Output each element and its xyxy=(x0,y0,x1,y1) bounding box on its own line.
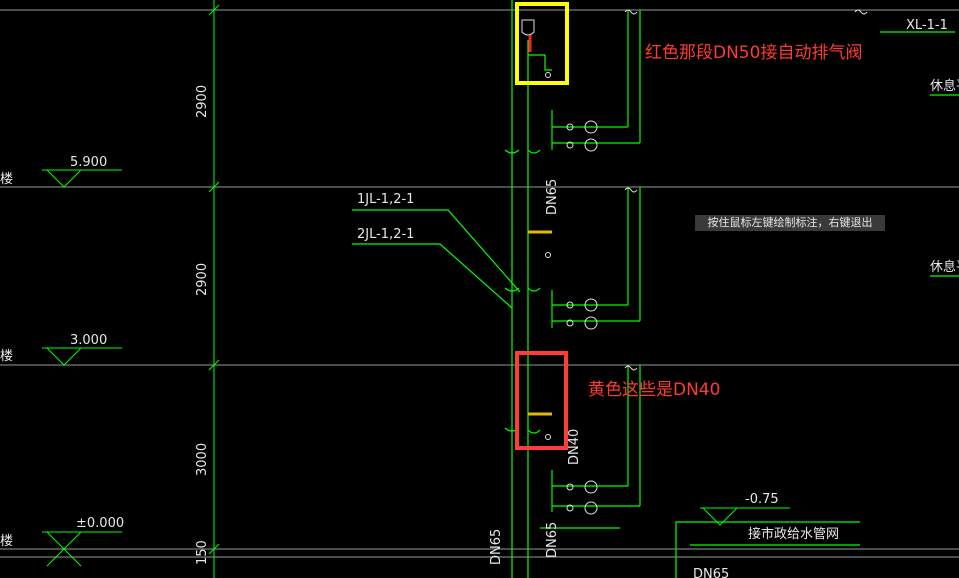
valve-icon xyxy=(545,72,551,78)
label-dn65-a: DN65 xyxy=(545,179,560,215)
floor-label: 楼 xyxy=(0,172,13,187)
annotation-red: 红色那段DN50接自动排气阀 xyxy=(645,43,862,63)
label-rest-platform: 休息平 xyxy=(930,78,959,94)
valve-icon xyxy=(545,434,551,440)
label-xl: XL-1-1 xyxy=(906,18,948,33)
valve-icon xyxy=(566,123,574,131)
annotation-yellow: 黄色这些是DN40 xyxy=(588,380,720,400)
valve-icon xyxy=(566,301,574,309)
label-rest-platform: 休息平 xyxy=(930,259,959,275)
highlight-box-yellow xyxy=(515,2,569,85)
dim-3000: 3000 xyxy=(195,443,210,476)
command-tooltip: 按住鼠标左键绘制标注，右键退出 xyxy=(695,215,885,231)
dim-2900-a: 2900 xyxy=(195,85,210,118)
valve-icon xyxy=(566,504,574,512)
pipe-network xyxy=(352,0,959,578)
meter-icon xyxy=(584,501,598,515)
floor-lines xyxy=(0,9,959,558)
valve-symbols xyxy=(521,9,868,515)
elev-075: -0.75 xyxy=(745,492,779,507)
floor-label: 楼 xyxy=(0,534,13,549)
meter-icon xyxy=(584,138,598,152)
meter-icon xyxy=(584,298,598,312)
valve-icon xyxy=(545,252,551,258)
floor-label: 楼 xyxy=(0,349,13,364)
elev-5900: 5.900 xyxy=(70,155,107,170)
air-vent-icon xyxy=(521,19,535,36)
valve-icon xyxy=(566,319,574,327)
meter-icon xyxy=(584,120,598,134)
label-municipal: 接市政给水管网 xyxy=(748,526,839,542)
elev-0000: ±0.000 xyxy=(76,516,124,531)
label-dn65-b: DN65 xyxy=(489,529,504,565)
label-dn40: DN40 xyxy=(567,429,582,465)
dim-2900-b: 2900 xyxy=(195,263,210,296)
dimension-line xyxy=(208,0,220,578)
valve-icon xyxy=(566,141,574,149)
meter-icon xyxy=(584,316,598,330)
meter-icon xyxy=(584,480,598,494)
dim-150: 150 xyxy=(195,540,210,565)
valve-icon xyxy=(566,483,574,491)
elev-3000: 3.000 xyxy=(70,333,107,348)
label-1jl: 1JL-1,2-1 xyxy=(357,192,414,207)
label-2jl: 2JL-1,2-1 xyxy=(357,227,414,242)
elevation-markers xyxy=(42,169,790,567)
highlight-box-red xyxy=(515,351,568,450)
label-dn65-d: DN65 xyxy=(693,567,729,578)
label-dn65-c: DN65 xyxy=(545,522,560,558)
